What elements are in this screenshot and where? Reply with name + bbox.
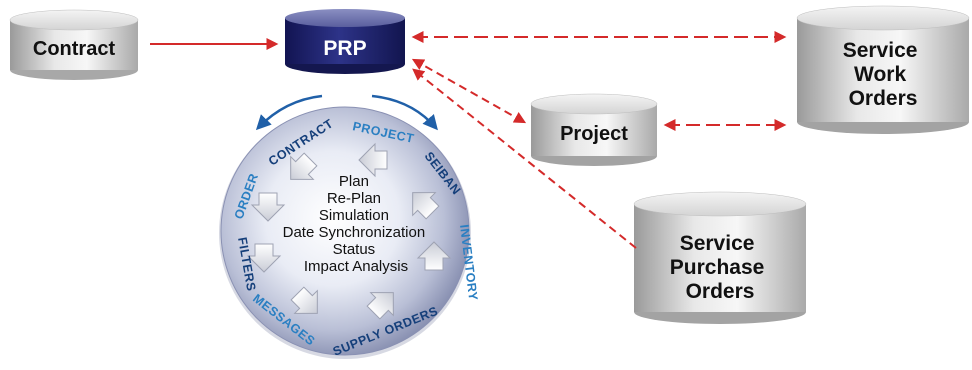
center-line-replan: Re-Plan (327, 190, 381, 207)
left-curve-arrow (255, 94, 323, 131)
contract-cylinder: Contract (9, 9, 139, 80)
service-work-orders-line-3: Orders (849, 87, 918, 110)
inward-arrows (246, 142, 452, 320)
service-work-orders-line-1: Service (843, 39, 918, 62)
svg-text:Service Purchase O: Service Purchase Orders (670, 232, 770, 303)
center-line-status: Status (333, 241, 376, 258)
prp-label: PRP (323, 37, 366, 60)
right-curve-arrow (371, 94, 438, 131)
project-cylinder: Project (530, 93, 658, 166)
contract-label: Contract (33, 38, 116, 60)
center-line-plan: Plan (339, 173, 369, 190)
center-line-date-sync: Date Synchronization (283, 224, 426, 241)
prp-cylinder: PRP (285, 9, 405, 74)
center-line-simulation: Simulation (319, 207, 389, 224)
project-label: Project (560, 123, 628, 145)
service-purchase-orders-line-3: Orders (686, 280, 755, 303)
service-work-orders-cylinder: Service Work Orders (796, 5, 970, 134)
service-purchase-orders-cylinder: Service Purchase Orders (633, 191, 807, 324)
center-line-impact: Impact Analysis (304, 258, 408, 275)
prp-project-arrow (411, 58, 527, 124)
center-text-block: Plan Re-Plan Simulation Date Synchroniza… (283, 173, 430, 275)
purchase-orders-to-prp-arrow (412, 68, 637, 249)
service-purchase-orders-line-1: Service (680, 232, 755, 255)
planning-disc (219, 106, 471, 359)
svg-text:Service Work Order: Service Work Orders (843, 39, 924, 110)
service-purchase-orders-line-2: Purchase (670, 256, 765, 279)
service-work-orders-line-2: Work (854, 63, 906, 86)
